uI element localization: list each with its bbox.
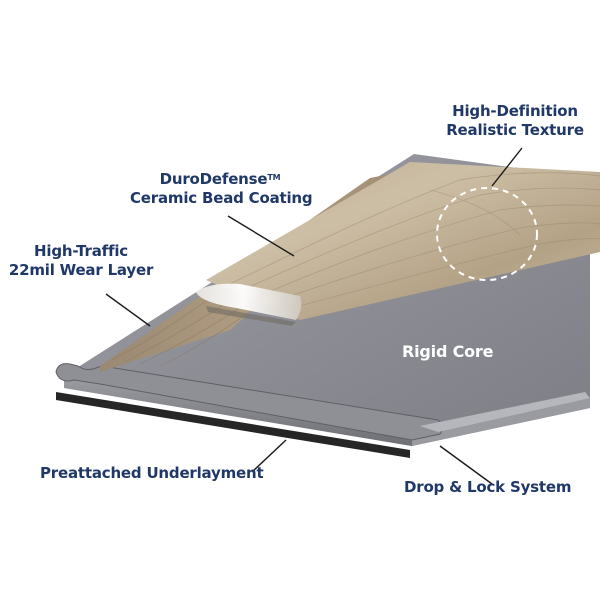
lock-tongue-edge [420, 392, 590, 432]
label-coating-line2: Ceramic Bead Coating [130, 189, 313, 207]
label-underlayment: Preattached Underlayment [40, 464, 264, 482]
label-wear-layer: High-Traffic 22mil Wear Layer [6, 242, 156, 280]
label-texture-line1: High-Definition [452, 102, 578, 120]
label-texture-line2: Realistic Texture [446, 121, 584, 139]
label-wear-line1: High-Traffic [34, 242, 128, 260]
core-end-edge [412, 398, 590, 446]
label-coating-brand: DuroDefense [159, 170, 268, 188]
label-coating: DuroDefenseTM Ceramic Bead Coating [130, 170, 313, 208]
label-coating-trademark: TM [267, 173, 281, 182]
texture-highlight-circle [436, 187, 538, 281]
ceramic-coating-curl [196, 283, 302, 320]
label-lock-system: Drop & Lock System [404, 478, 572, 496]
lock-groove-profile [55, 363, 444, 441]
label-coating-line1: DuroDefenseTM [130, 170, 310, 189]
leader-coating [227, 215, 295, 257]
leader-underlayment [251, 439, 287, 473]
leader-texture [491, 147, 523, 187]
underlayment-layer [56, 392, 410, 458]
leader-lines [105, 147, 523, 485]
leader-lock [439, 445, 493, 485]
leader-wear [105, 293, 151, 327]
label-rigid-core: Rigid Core [402, 342, 494, 361]
label-texture: High-Definition Realistic Texture [442, 102, 588, 140]
coating-shadow [206, 306, 296, 326]
label-wear-line2: 22mil Wear Layer [8, 261, 154, 279]
decor-wood-layer [206, 162, 600, 320]
decor-wood-grain [229, 172, 600, 313]
